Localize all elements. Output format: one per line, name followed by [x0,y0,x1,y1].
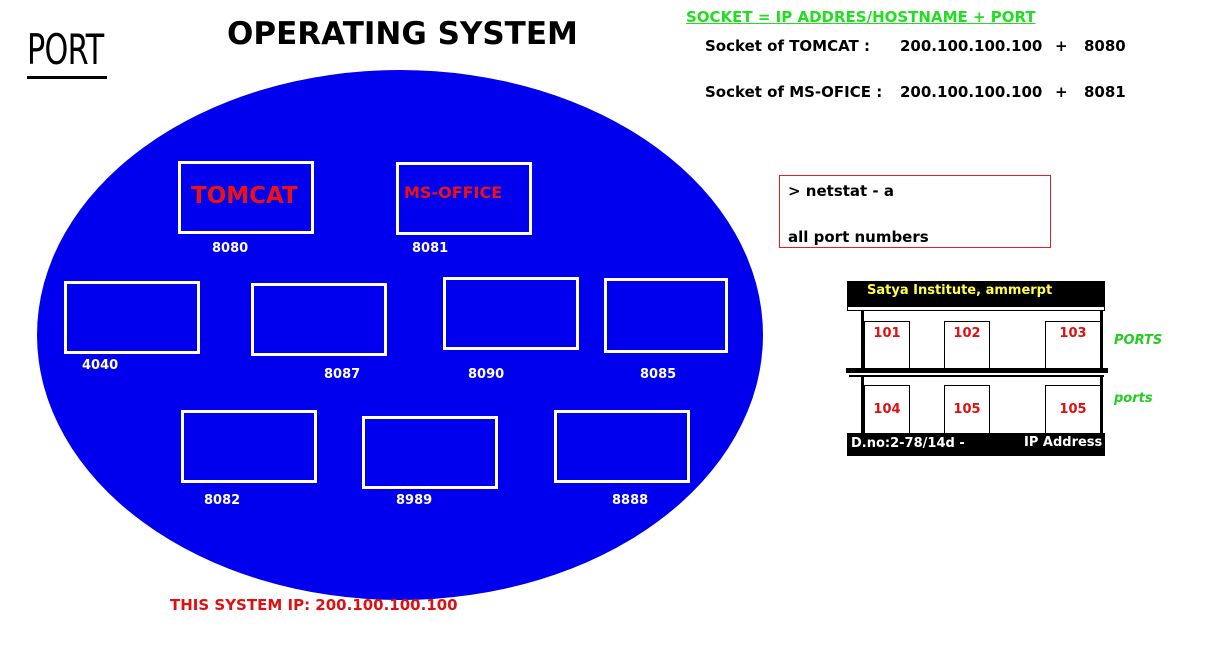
port-label-8989: 8989 [396,493,433,508]
port-label-8082: 8082 [204,493,241,508]
building-address: D.no:2-78/14d - [851,436,965,451]
port-box-8085 [604,278,728,353]
port-box-8989 [362,416,498,489]
room-number: 103 [1059,326,1087,341]
socket-tomcat-ip: 200.100.100.100 [900,37,1043,55]
port-label-8888: 8888 [612,493,649,508]
port-label-8085: 8085 [640,367,677,382]
ports-label-upper: PORTS [1114,333,1163,348]
room-103: 103 [1045,321,1101,369]
building-wall-left-upper [861,311,864,369]
port-box-8090 [443,277,579,350]
room-number: 104 [873,402,901,417]
socket-tomcat-plus: + [1055,37,1068,55]
building-wall-right-lower [1100,377,1103,433]
ports-label-lower: ports [1114,391,1153,406]
tomcat-label: TOMCAT [191,183,298,209]
room-101: 101 [864,321,910,369]
msoffice-port: 8081 [412,241,449,256]
building-floor-inner [849,375,1104,377]
socket-definition: SOCKET = IP ADDRES/HOSTNAME + PORT [686,8,1036,26]
socket-tomcat-port: 8080 [1084,37,1126,55]
socket-msoffice-label: Socket of MS-OFICE : [705,83,883,101]
room-104: 104 [864,385,910,433]
room-102: 102 [944,321,990,369]
tomcat-box: TOMCAT [178,161,314,234]
room-number: 105 [1059,402,1087,417]
port-title-underline [27,76,107,79]
room-number: 101 [873,326,901,341]
netstat-description: all port numbers [788,228,929,246]
port-label-8090: 8090 [468,367,505,382]
building-roof: Satya Institute, ammerpt [847,281,1105,306]
building-wall-left-lower [861,377,864,433]
room-105-b: 105 [1045,385,1101,433]
room-105: 105 [944,385,990,433]
port-label-4040: 4040 [82,358,119,373]
tomcat-port: 8080 [212,241,249,256]
socket-msoffice-port: 8081 [1084,83,1126,101]
building-floor [846,368,1108,373]
port-title: PORT [27,25,104,74]
port-box-4040 [64,281,200,354]
msoffice-label: MS-OFFICE [404,183,503,202]
room-number: 102 [953,326,981,341]
room-number: 105 [953,402,981,417]
port-label-8087: 8087 [324,367,361,382]
socket-tomcat-label: Socket of TOMCAT : [705,37,871,55]
system-ip: THIS SYSTEM IP: 200.100.100.100 [170,596,458,614]
building-base: D.no:2-78/14d - IP Address [847,433,1105,456]
building-shelf [847,306,1105,311]
netstat-command: > netstat - a [788,182,894,200]
building-name: Satya Institute, ammerpt [867,283,1053,298]
building-ip-label: IP Address [1024,435,1103,450]
building-wall-right-upper [1100,311,1103,369]
port-box-8087 [251,283,387,356]
socket-msoffice-ip: 200.100.100.100 [900,83,1043,101]
msoffice-box: MS-OFFICE [396,162,532,235]
port-box-8082 [181,410,317,483]
os-title: OPERATING SYSTEM [227,16,578,52]
port-box-8888 [554,410,690,483]
netstat-box: > netstat - a all port numbers [779,175,1051,248]
socket-msoffice-plus: + [1055,83,1068,101]
